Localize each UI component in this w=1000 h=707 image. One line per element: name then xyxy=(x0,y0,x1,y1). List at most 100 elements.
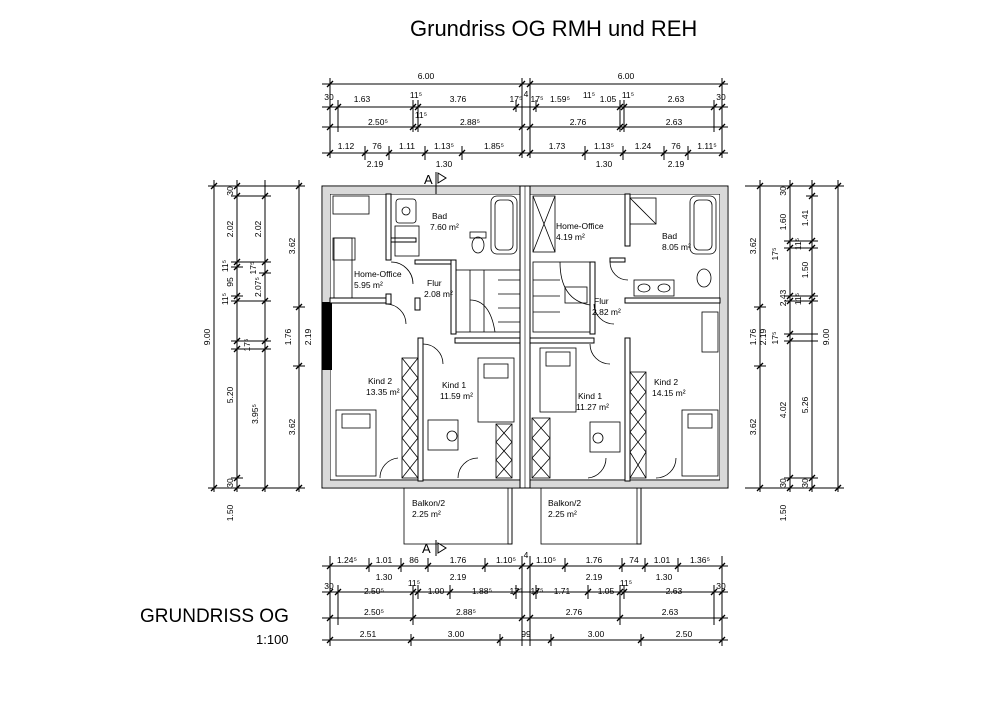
room-area: 11.27 m² xyxy=(576,402,609,412)
dim: 1.76 xyxy=(283,328,293,345)
dim: 5.26 xyxy=(800,396,810,413)
room-area: 2.08 m² xyxy=(424,289,453,299)
room-name: Balkon/2 xyxy=(412,498,445,508)
room-area: 4.19 m² xyxy=(556,232,585,242)
dim: 1.71 xyxy=(554,586,571,596)
dim: 1.13⁵ xyxy=(594,141,614,151)
dim: 1.59⁵ xyxy=(550,94,570,104)
dim: 2.76 xyxy=(566,607,583,617)
dim: 1.01 xyxy=(376,555,393,565)
dim: 99 xyxy=(521,629,531,639)
dim: 30 xyxy=(800,478,810,488)
room-name: Bad xyxy=(432,211,447,221)
dim: 76 xyxy=(372,141,382,151)
dim: 17⁵ xyxy=(770,332,780,345)
dim: 1.60 xyxy=(778,213,788,230)
dim: 1.30 xyxy=(436,159,453,169)
dim: 2.50⁵ xyxy=(364,586,384,596)
dim: 17⁵ xyxy=(510,586,523,596)
dim: 1.50 xyxy=(225,504,235,521)
dim: 1.50 xyxy=(800,261,810,278)
dim: 2.19 xyxy=(303,328,313,345)
dim: 2.19 xyxy=(668,159,685,169)
dim: 2.76 xyxy=(570,117,587,127)
dim: 1.10⁵ xyxy=(536,555,556,565)
dim: 2.50⁵ xyxy=(364,607,384,617)
room-area: 2.25 m² xyxy=(548,509,577,519)
scale-label: 1:100 xyxy=(256,632,289,647)
dim: 4 xyxy=(524,550,529,560)
dim: 17⁵ xyxy=(242,339,252,352)
dim: 1.76 xyxy=(450,555,467,565)
dim: 2.43 xyxy=(778,289,788,306)
dim: 1.10⁵ xyxy=(496,555,516,565)
dim: 17⁵ xyxy=(248,262,258,275)
dim: 30 xyxy=(324,581,334,591)
dim: 30 xyxy=(225,186,235,196)
fixtures xyxy=(332,195,719,545)
dim: 95 xyxy=(225,277,235,287)
room-area: 14.15 m² xyxy=(652,388,686,398)
room-name: Flur xyxy=(594,296,609,306)
dim: 2.07⁵ xyxy=(253,277,263,297)
dim: 30 xyxy=(225,478,235,488)
dim: 1.11 xyxy=(399,141,415,151)
room-area: 7.60 m² xyxy=(430,222,459,232)
dim: 1.05 xyxy=(600,94,617,104)
dim: 2.19 xyxy=(367,159,384,169)
left-ticks xyxy=(210,182,303,492)
dim: 3.95⁵ xyxy=(250,404,260,424)
dim: 6.00 xyxy=(618,71,635,81)
dim: 4.02 xyxy=(778,401,788,418)
dim: 17⁵ xyxy=(531,586,544,596)
dim: 1.24 xyxy=(635,141,652,151)
room-area: 2.82 m² xyxy=(592,307,621,317)
walls xyxy=(321,185,729,489)
dim: 11⁵ xyxy=(415,110,427,120)
dim: 1.85⁵ xyxy=(484,141,504,151)
dim: 1.00 xyxy=(428,586,445,596)
dim: 1.76 xyxy=(586,555,603,565)
top-ticks xyxy=(326,80,726,157)
right-ticks xyxy=(756,182,842,492)
right-dimension-texts: 3.62 1.76 3.62 17⁵ 2.43 11⁵ 2.19 17⁵ 4.0… xyxy=(748,186,831,521)
dim: 2.63 xyxy=(666,586,683,596)
dim: 1.12 xyxy=(338,141,355,151)
dim: 30 xyxy=(716,92,726,102)
dim: 2.19 xyxy=(450,572,467,582)
dim: 17⁵ xyxy=(531,94,544,104)
dim: 3.62 xyxy=(287,418,297,435)
dim: 3.00 xyxy=(588,629,605,639)
room-area: 11.59 m² xyxy=(440,391,473,401)
room-name: Balkon/2 xyxy=(548,498,581,508)
dim: 30 xyxy=(324,92,334,102)
dim: 17⁵ xyxy=(510,94,523,104)
dim: 1.88⁵ xyxy=(472,586,492,596)
drawing-title: Grundriss OG RMH und REH xyxy=(410,16,698,41)
dim: 1.05 xyxy=(598,586,615,596)
section-marker-bottom: A xyxy=(422,540,447,556)
top-dimension-texts: 6.00 6.00 30 1.63 11⁵ 3.76 17⁵ 4 17⁵ 1.5… xyxy=(324,71,726,169)
dim: 1.24⁵ xyxy=(337,555,357,565)
room-area: 13.35 m² xyxy=(366,387,400,397)
dim: 1.30 xyxy=(596,159,613,169)
dim: 1.13⁵ xyxy=(434,141,454,151)
dim: 1.30 xyxy=(656,572,673,582)
dim: 11⁵ xyxy=(220,260,230,272)
room-name: Kind 2 xyxy=(654,377,678,387)
dim: 1.76 xyxy=(748,328,758,345)
dim: 11⁵ xyxy=(408,578,420,588)
dim: 2.02 xyxy=(253,220,263,237)
dim: 11⁵ xyxy=(620,578,632,588)
section-label-top: A xyxy=(424,172,433,187)
dim: 1.30 xyxy=(376,572,393,582)
dim: 1.73 xyxy=(549,141,566,151)
dim: 11⁵ xyxy=(583,90,595,100)
dim: 2.19 xyxy=(586,572,603,582)
dim: 2.50 xyxy=(676,629,693,639)
room-name: Home-Office xyxy=(556,221,604,231)
dim: 2.02 xyxy=(225,220,235,237)
room-name: Kind 2 xyxy=(368,376,392,386)
room-name: Kind 1 xyxy=(578,391,602,401)
dim: 30 xyxy=(778,186,788,196)
